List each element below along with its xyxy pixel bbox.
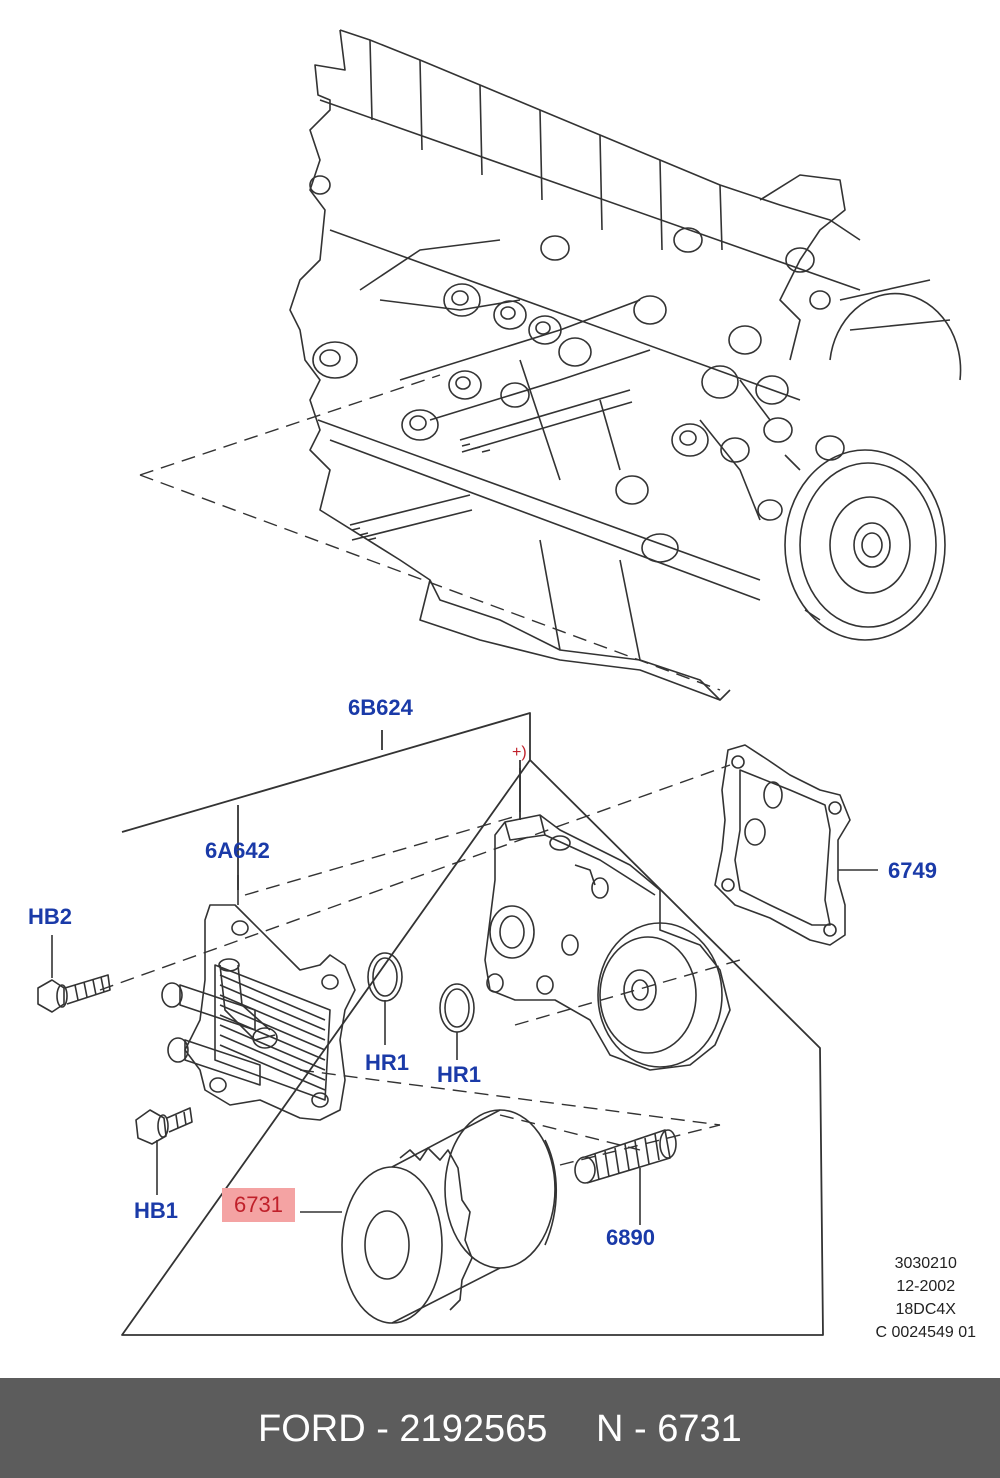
callout-hr1-right: HR1 (437, 1062, 482, 1087)
oil-filter-6731-illustration (341, 1109, 557, 1324)
reference-code-line-2: 12-2002 (896, 1278, 956, 1295)
callout-6b624: 6B624 (348, 695, 413, 720)
brand-part-number: FORD - 2192565 (258, 1408, 548, 1450)
torque-note-marker: +) (512, 744, 527, 761)
alignment-dashed-lines (99, 374, 741, 1166)
gasket-6749-illustration (714, 744, 851, 946)
crank-pulley-illustration (784, 279, 962, 641)
callout-hb2: HB2 (28, 904, 73, 929)
callout-6a642: 6A642 (205, 838, 270, 863)
oil-cooler-illustration (161, 904, 356, 1121)
leader-lines (51, 768, 878, 1225)
callout-6890: 6890 (606, 1225, 655, 1250)
o-ring-hr1-left-illustration (367, 952, 403, 1002)
diagram-part-reference: N - 6731 (596, 1408, 742, 1450)
reference-code-line-1: 3030210 (894, 1255, 957, 1272)
callout-6749: 6749 (888, 858, 937, 883)
diagram-reference-codes: 3030210 12-2002 18DC4X C 0024549 01 (875, 1252, 976, 1344)
engine-block-illustration (289, 29, 962, 701)
bolt-hb2-illustration (37, 974, 111, 1013)
callout-hb1: HB1 (134, 1198, 179, 1223)
reference-code-line-3: 18DC4X (895, 1301, 956, 1318)
threaded-stud-6890-illustration (574, 1129, 677, 1184)
reference-code-line-4: C 0024549 01 (875, 1324, 976, 1341)
part-number-banner: FORD - 2192565 N - 6731 (0, 1378, 1000, 1478)
exploded-parts-diagram (37, 29, 962, 1336)
callout-hr1-left: HR1 (365, 1050, 410, 1075)
filter-housing-illustration (484, 814, 731, 1071)
assembly-bracket (121, 712, 824, 1336)
callout-6731-highlighted: 6731 (222, 1188, 295, 1222)
bolt-hb1-illustration (135, 1107, 193, 1145)
o-ring-hr1-right-illustration (439, 983, 475, 1033)
